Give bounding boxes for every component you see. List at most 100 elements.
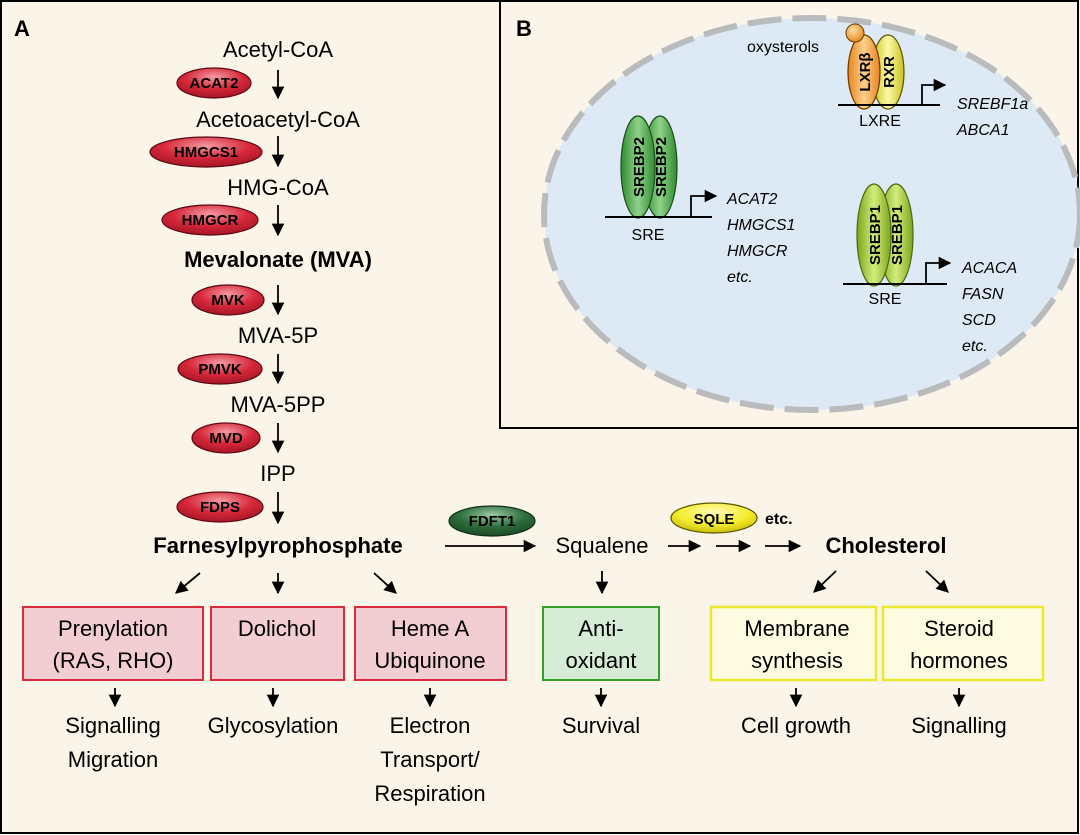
- lxr-target-2: ABCA1: [956, 122, 1009, 139]
- nucleus: [541, 15, 1080, 413]
- enzyme-fdft1: FDFT1: [448, 505, 536, 537]
- panel-b-label: B: [516, 16, 532, 41]
- srebp2-target-2: HMGCS1: [727, 217, 795, 234]
- svg-text:Migration: Migration: [68, 747, 158, 772]
- oxysterol-ligand-icon: [845, 23, 865, 43]
- branch-arrows: [175, 570, 949, 595]
- box-heme: Heme A Ubiquinone: [354, 606, 507, 681]
- mevalonate-pathway: Acetyl-CoA Acetoacetyl-CoA HMG-CoA Meval…: [149, 37, 372, 525]
- svg-text:FDFT1: FDFT1: [469, 513, 516, 530]
- svg-text:FDPS: FDPS: [200, 499, 240, 516]
- svg-text:Transport/: Transport/: [380, 747, 480, 772]
- outcome-heme: Electron Transport/ Respiration: [374, 713, 485, 806]
- enzyme-fdps: FDPS: [176, 491, 264, 523]
- enzyme-mvk: MVK: [191, 284, 265, 316]
- svg-text:Survival: Survival: [562, 713, 640, 738]
- srebp2-target-1: ACAT2: [726, 191, 777, 208]
- svg-text:synthesis: synthesis: [751, 648, 843, 673]
- svg-text:Respiration: Respiration: [374, 781, 485, 806]
- arrow-to-heme: [373, 572, 397, 594]
- svg-text:Signalling: Signalling: [911, 713, 1006, 738]
- metabolite-squalene: Squalene: [556, 533, 649, 558]
- srebp2-complex: SREBP2 SREBP2 SRE ACAT2 HMGCS1 HMGCR etc…: [605, 115, 795, 286]
- srebp1-target-1: ACACA: [961, 260, 1017, 277]
- svg-text:Membrane: Membrane: [744, 616, 849, 641]
- outcome-antioxidant: Survival: [562, 713, 640, 738]
- panel-a-label: A: [14, 16, 30, 41]
- arrow-to-membrane: [813, 570, 837, 593]
- srebp1-target-4: etc.: [962, 338, 988, 355]
- svg-text:PMVK: PMVK: [198, 361, 242, 378]
- box-steroid: Steroid hormones: [881, 605, 1045, 682]
- oxysterols-label: oxysterols: [747, 39, 819, 56]
- metabolite-mevalonate: Mevalonate (MVA): [184, 247, 372, 272]
- svg-text:HMGCR: HMGCR: [182, 212, 239, 229]
- enzyme-sqle: SQLE: [670, 502, 758, 534]
- svg-text:SQLE: SQLE: [694, 511, 735, 528]
- srebp1-factor-front: [856, 183, 892, 287]
- lxr-target-1: SREBF1a: [957, 96, 1028, 113]
- metabolite-ipp: IPP: [260, 461, 295, 486]
- enzyme-pmvk: PMVK: [177, 353, 263, 385]
- outcome-membrane: Cell growth: [741, 713, 851, 738]
- box-dolichol: Dolichol: [210, 606, 345, 681]
- panel-b: B oxysterols LXRβ RXR LXRE SREBF1a ABCA1…: [499, 0, 1080, 429]
- box-antioxidant: Anti- oxidant: [542, 606, 660, 681]
- metabolite-hmg-coa: HMG-CoA: [227, 175, 329, 200]
- srebp1-transcription-arrow: [925, 256, 952, 284]
- svg-text:Glycosylation: Glycosylation: [208, 713, 339, 738]
- srebp1-target-2: FASN: [962, 286, 1004, 303]
- svg-text:HMGCS1: HMGCS1: [174, 144, 238, 161]
- metabolite-cholesterol: Cholesterol: [825, 533, 946, 558]
- svg-text:Cell growth: Cell growth: [741, 713, 851, 738]
- outcome-steroid: Signalling: [911, 713, 1006, 738]
- svg-text:MVK: MVK: [211, 292, 245, 309]
- enzyme-acat2: ACAT2: [176, 67, 252, 99]
- sqle-etc-label: etc.: [765, 511, 793, 528]
- srebp2-transcription-arrow: [690, 189, 718, 217]
- srebp2-target-4: etc.: [727, 269, 753, 286]
- svg-text:Heme A: Heme A: [391, 616, 470, 641]
- arrow-to-steroid: [925, 570, 949, 593]
- rxr-label: RXR: [881, 56, 898, 88]
- svg-text:hormones: hormones: [910, 648, 1008, 673]
- metabolite-acetyl-coa: Acetyl-CoA: [223, 37, 333, 62]
- lxre-label: LXRE: [859, 113, 901, 130]
- srebp1-target-3: SCD: [962, 312, 996, 329]
- lxr-transcription-arrow: [921, 78, 947, 105]
- metabolite-acetoacetyl-coa: Acetoacetyl-CoA: [196, 107, 360, 132]
- enzyme-hmgcs1: HMGCS1: [149, 136, 263, 168]
- svg-text:Dolichol: Dolichol: [238, 616, 316, 641]
- metabolite-farnesylpyrophosphate: Farnesylpyrophosphate: [153, 533, 402, 558]
- sre-label-2: SRE: [869, 291, 902, 308]
- box-prenylation: Prenylation (RAS, RHO): [22, 606, 204, 681]
- srebp2-label-1: SREBP2: [631, 137, 648, 197]
- metabolite-mva-5p: MVA-5P: [238, 323, 318, 348]
- svg-text:Signalling: Signalling: [65, 713, 160, 738]
- svg-text:Ubiquinone: Ubiquinone: [374, 648, 485, 673]
- outcome-arrows: [108, 688, 966, 708]
- svg-text:ACAT2: ACAT2: [190, 75, 239, 92]
- srebp1-label-1: SREBP1: [867, 205, 884, 265]
- lxr-label: LXRβ: [857, 52, 874, 91]
- sre-label-1: SRE: [632, 227, 665, 244]
- sterol-branch: Farnesylpyrophosphate FDFT1 Squalene SQL…: [153, 502, 947, 558]
- box-membrane: Membrane synthesis: [709, 605, 878, 682]
- lxr-rxr-complex: oxysterols LXRβ RXR LXRE SREBF1a ABCA1: [747, 23, 1028, 139]
- srebp1-complex: SREBP1 SREBP1 SRE ACACA FASN SCD etc.: [843, 183, 1017, 355]
- svg-text:oxidant: oxidant: [566, 648, 637, 673]
- outcome-dolichol: Glycosylation: [208, 713, 339, 738]
- metabolite-mva-5pp: MVA-5PP: [231, 392, 326, 417]
- svg-text:Electron: Electron: [390, 713, 471, 738]
- srebp2-target-3: HMGCR: [727, 243, 788, 260]
- svg-text:Prenylation: Prenylation: [58, 616, 168, 641]
- srebp2-label-2: SREBP2: [653, 137, 670, 197]
- svg-text:Anti-: Anti-: [578, 616, 623, 641]
- enzyme-mvd: MVD: [191, 422, 261, 454]
- enzyme-hmgcr: HMGCR: [161, 204, 259, 236]
- svg-text:Steroid: Steroid: [924, 616, 994, 641]
- arrow-to-prenylation: [175, 572, 201, 594]
- svg-text:MVD: MVD: [209, 430, 243, 447]
- outcome-prenylation: Signalling Migration: [65, 713, 160, 772]
